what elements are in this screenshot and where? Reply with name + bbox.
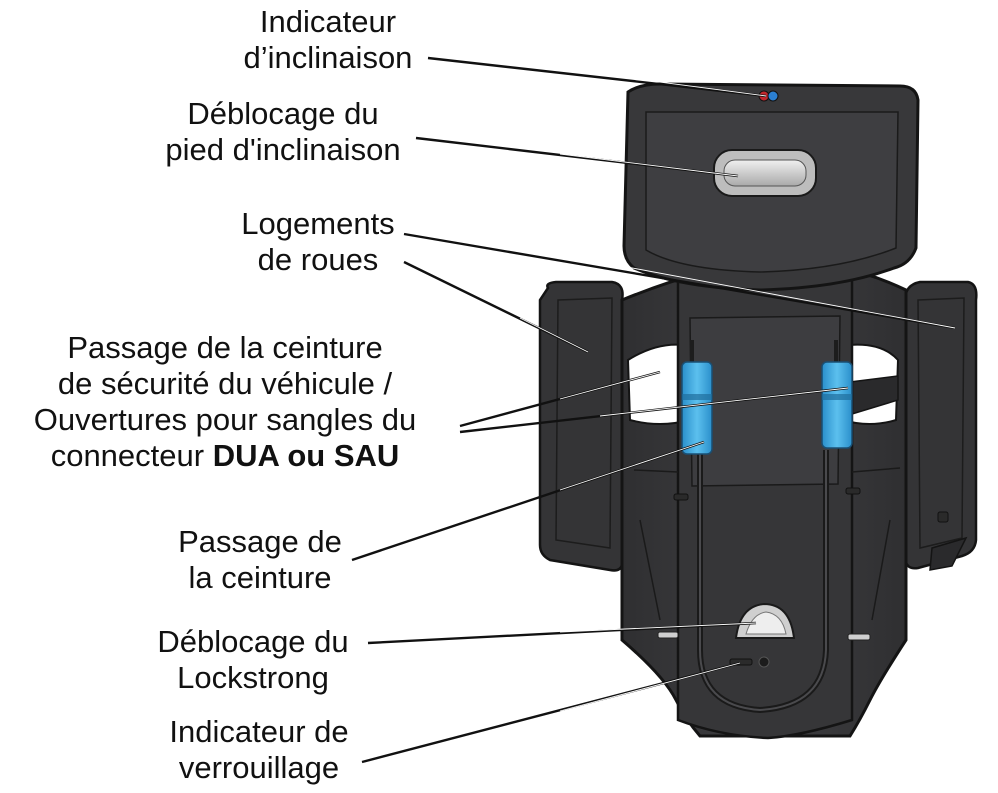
label-line: Déblocage du xyxy=(187,96,379,131)
leader-recline-indicator xyxy=(427,56,767,98)
right-blue-strap-guide xyxy=(821,361,853,449)
label-bold-text: DUA ou SAU xyxy=(212,438,400,473)
label-line: de sécurité du véhicule / xyxy=(57,366,393,401)
label-belt-path: Passage de la ceinture de sécurité du vé… xyxy=(8,330,442,474)
recline-indicator-blue xyxy=(767,90,779,102)
label-line: la ceinture xyxy=(188,560,332,595)
label-line: de roues xyxy=(257,242,379,277)
label-text: connecteur xyxy=(50,438,205,473)
label-line: Déblocage du xyxy=(157,624,349,659)
leader-wheel-housing-right xyxy=(403,232,956,330)
label-lockstrong-release: Déblocage du Lockstrong xyxy=(138,624,368,696)
label-line: Passage de xyxy=(178,524,342,559)
lock-indicator-dot xyxy=(758,656,770,668)
label-line: d’inclinaison xyxy=(243,40,413,75)
label-lock-indicator: Indicateur de verrouillage xyxy=(148,714,370,786)
label-line: Indicateur de xyxy=(169,714,349,749)
label-line: Passage de la ceinture xyxy=(67,330,383,365)
label-line: Lockstrong xyxy=(177,660,329,695)
label-recline-indicator: Indicateur d’inclinaison xyxy=(228,4,428,76)
label-line: verrouillage xyxy=(178,750,340,785)
label-line: Ouvertures pour sangles du xyxy=(33,402,417,437)
label-line: pied d'inclinaison xyxy=(165,132,401,167)
label-line: connecteur DUA ou SAU xyxy=(8,438,442,474)
label-line: Indicateur xyxy=(259,4,397,39)
label-recline-foot-release: Déblocage du pied d'inclinaison xyxy=(150,96,416,168)
left-blue-strap-guide xyxy=(681,361,713,455)
label-line: Logements xyxy=(241,206,395,241)
label-belt-passage: Passage de la ceinture xyxy=(160,524,360,596)
label-wheel-housings: Logements de roues xyxy=(228,206,408,278)
